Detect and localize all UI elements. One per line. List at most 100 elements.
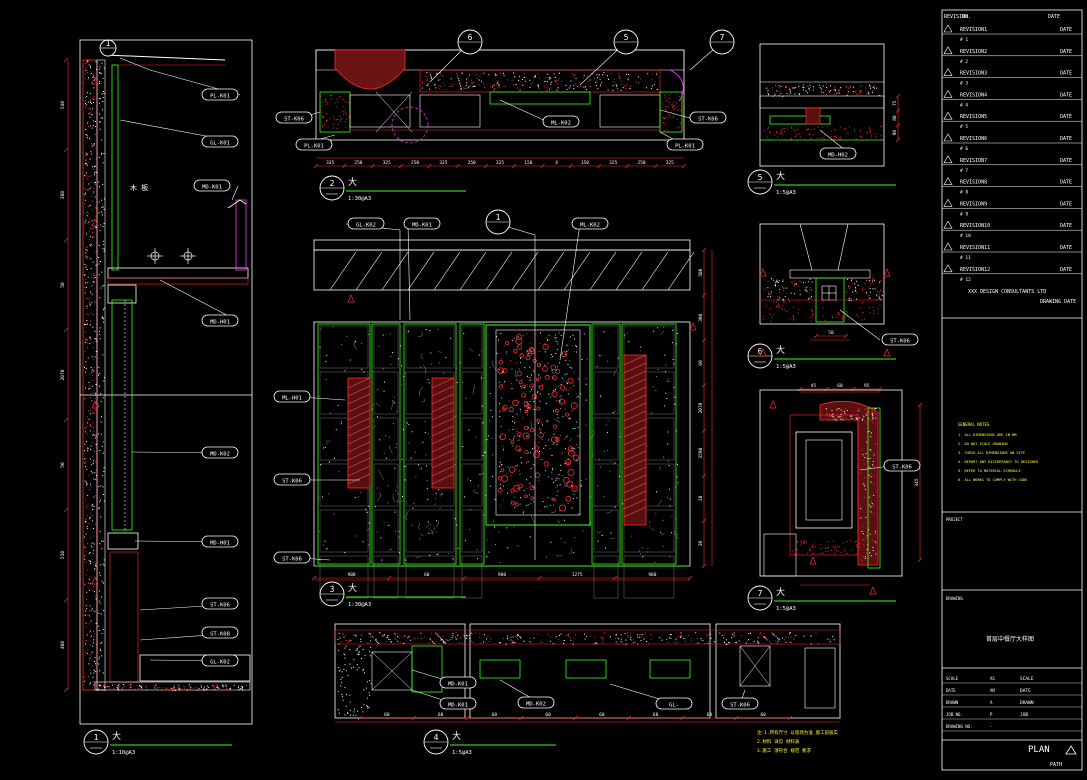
dimension-value: 250 <box>354 160 362 166</box>
dimension-value: 250 <box>637 160 645 166</box>
level-triangle-icon <box>91 76 99 85</box>
revision-triangle-icon <box>943 198 953 207</box>
dimension-value: 400 <box>60 641 66 649</box>
dimension-value: 60 <box>424 572 430 578</box>
material-tag: GL-K01 <box>210 141 230 147</box>
callout-number: 7 <box>720 33 725 42</box>
dimension-value: 60 <box>384 712 390 718</box>
revision-number: # 11 <box>960 255 971 261</box>
material-tag-bubble <box>201 535 239 548</box>
view-scale: 1:30@A3 <box>348 602 371 608</box>
view-glyph: 大 <box>776 344 785 356</box>
meta-value: - <box>990 724 992 729</box>
dimension-value: 80 <box>892 115 898 121</box>
revision-date: DATE <box>1060 27 1072 33</box>
revision-label: REVISION8 <box>960 180 987 186</box>
plan-triangle-icon <box>1065 745 1077 755</box>
view-glyph: 大 <box>112 730 121 742</box>
dimension-value: 345 <box>914 478 920 486</box>
view-scale: 1:10@A3 <box>112 750 135 756</box>
meta-value: A <box>990 700 993 705</box>
dimension-value: 2070 <box>698 402 704 413</box>
project-label: PROJECT <box>946 517 963 522</box>
view-4-speckle <box>337 632 835 716</box>
revision-number: # 4 <box>960 102 968 108</box>
material-tag: MD-H02 <box>828 153 848 159</box>
view-1-section: 木 板 <box>67 39 253 725</box>
dimension-value: 250 <box>411 160 419 166</box>
revision-label: REVISION6 <box>960 136 987 142</box>
view-scale: 1:30@A3 <box>348 196 371 202</box>
material-tag: MD-K01 <box>412 223 432 229</box>
material-tag-bubble <box>881 333 919 346</box>
view-number: 7 <box>758 589 763 598</box>
drawing-label: DRAWING <box>946 596 963 601</box>
dimension-value: 60 <box>837 383 843 389</box>
revision-triangle-icon <box>943 220 953 229</box>
view-number: 1 <box>94 733 99 742</box>
dimension-value: 60 <box>438 712 444 718</box>
revision-date: DATE <box>1060 223 1072 229</box>
note-line: 6. ALL WORKS TO COMPLY WITH CODE <box>958 478 1027 482</box>
material-tag: MD-H01 <box>210 320 230 326</box>
material-tag-bubble <box>273 551 311 564</box>
dimension-value: 95 <box>864 383 870 389</box>
view-glyph: 大 <box>452 730 461 742</box>
view-scale: 1:5@A3 <box>776 190 796 196</box>
revision-number: # 12 <box>960 277 971 283</box>
material-tag-bubble <box>542 115 580 128</box>
dimension-value: 325 <box>666 160 674 166</box>
dimension-value: 325 <box>609 160 617 166</box>
revision-date: DATE <box>1060 92 1072 98</box>
view-1-speckle <box>84 60 247 691</box>
view-glyph: 大 <box>348 582 357 594</box>
dimension-value: 2070 <box>60 369 66 380</box>
dimension-value: 300 <box>698 313 704 321</box>
revision-triangle-icon <box>943 155 953 164</box>
callout-number: 6 <box>468 33 473 42</box>
material-tag-bubble <box>193 179 231 192</box>
revision-date: DATE <box>1060 158 1072 164</box>
callout-number: 1 <box>106 39 111 48</box>
material-tag-bubble <box>273 390 311 403</box>
meta-key: DRAWN <box>946 700 959 705</box>
meta-key: SCALE <box>946 676 959 681</box>
company-name: XXX DESIGN CONSULTANTS LTD <box>968 289 1046 295</box>
revision-triangle-icon <box>943 67 953 76</box>
revision-number: # 10 <box>960 233 971 239</box>
dimension-value: 325 <box>439 160 447 166</box>
material-tags: PL-K01GL-K01MD-K01MD-H01MD-K02MD-H01ST-K… <box>193 88 921 710</box>
meta-value: AM <box>990 688 995 693</box>
material-tag-bubble <box>439 676 477 689</box>
general-notes: 1. ALL DIMENSIONS ARE IN MM2. DO NOT SCA… <box>958 433 1039 482</box>
material-tag: ST-K06 <box>892 465 912 471</box>
dimension-value: 60 <box>698 360 704 366</box>
dimension-value: 900 <box>648 572 656 578</box>
revision-number: # 5 <box>960 124 968 130</box>
view-glyph: 大 <box>776 586 785 598</box>
meta-key: DATE <box>946 688 956 693</box>
revision-label: REVISION4 <box>960 92 987 98</box>
revision-label: REVISION5 <box>960 114 987 120</box>
view-glyph: 大 <box>348 176 357 188</box>
dimension-value: 4 <box>555 160 558 166</box>
section-wood-label: 木 板 <box>130 183 148 192</box>
meta-value: P <box>990 712 993 717</box>
meta-value: AS <box>990 676 995 681</box>
view-5-speckle <box>764 84 882 141</box>
dimension-value: 20 <box>698 540 704 546</box>
material-tag: ML-H01 <box>282 396 302 402</box>
material-tag: ST-K06 <box>282 557 302 563</box>
material-tag: MD-K02 <box>526 702 546 708</box>
material-tag: ST-K06 <box>210 603 230 609</box>
dimension-value: 60 <box>653 712 659 718</box>
revision-number: # 8 <box>960 190 968 196</box>
material-tag: ST-K06 <box>284 117 304 123</box>
level-triangle-icon <box>347 294 355 303</box>
view-number: 4 <box>434 733 439 742</box>
level-triangle-icon <box>91 576 99 585</box>
material-tag: ST-K06 <box>698 117 718 123</box>
